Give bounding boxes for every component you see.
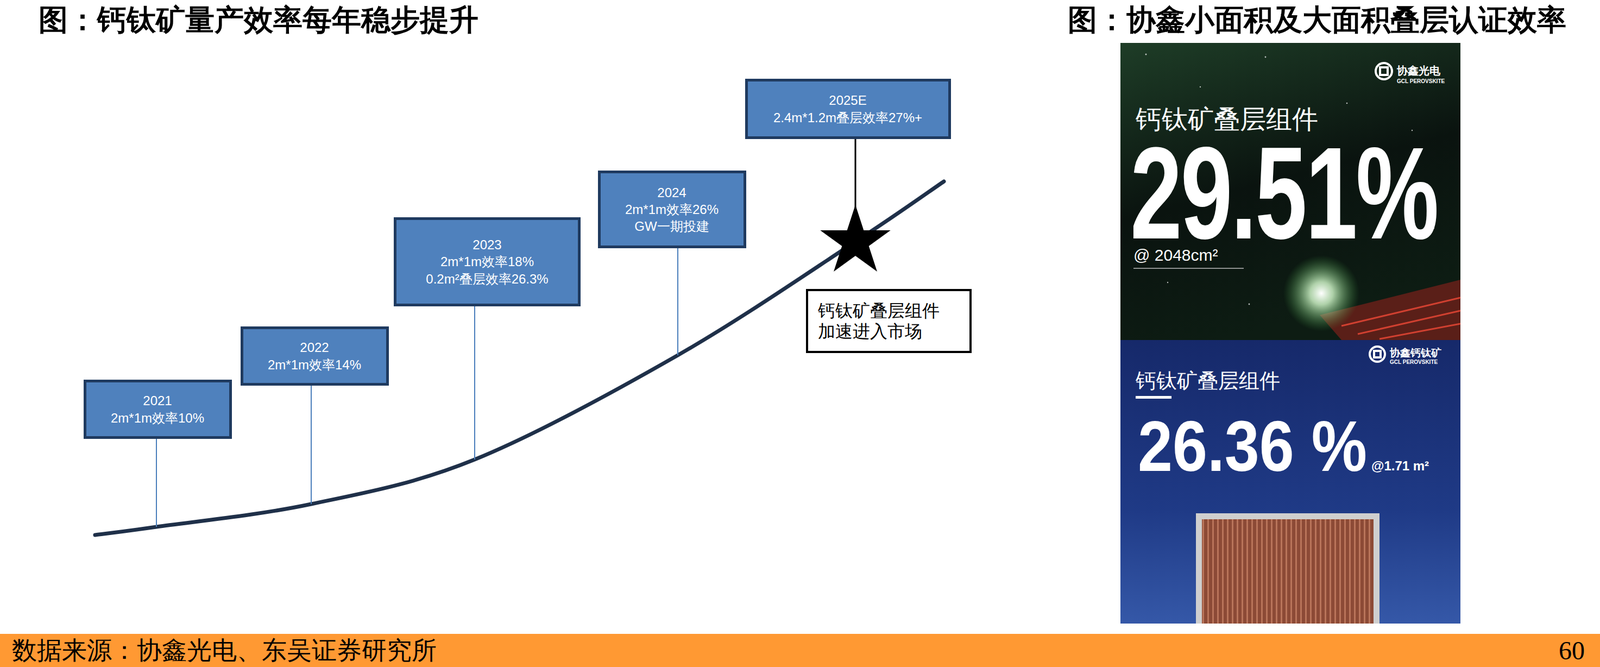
callout-box: 钙钛矿叠层组件 加速进入市场 xyxy=(805,288,972,354)
milestone-box: 2025E2.4m*1.2m叠层效率27%+ xyxy=(745,78,951,140)
node-text: 协鑫钙钛矿 xyxy=(1389,347,1442,358)
efficiency-panel: 钙钛矿叠层组件 26.36 %@1.71 m² 协鑫钙钛矿GCL PEROVSKIT… xyxy=(1120,339,1461,624)
underline xyxy=(1133,267,1244,269)
node-text: 2m*1m效率10% xyxy=(110,409,205,427)
logo-icon xyxy=(1369,346,1385,362)
node-text: 2m*1m效率14% xyxy=(267,356,362,374)
node-text: 26.36 % xyxy=(1137,410,1368,482)
node-text: 60 xyxy=(1558,633,1585,667)
node-heading: 钙钛矿叠层组件 xyxy=(1135,370,1281,392)
node-text: @1.71 m² xyxy=(1371,459,1429,473)
node-heading: 2024 xyxy=(657,184,686,201)
node-text: 0.2m²叠层效率26.3% xyxy=(425,270,548,288)
node-text: @ 2048cm² xyxy=(1133,247,1219,264)
milestone-box: 20212m*1m效率10% xyxy=(83,379,232,439)
node-heading: 数据来源：协鑫光电、东吴证券研究所 xyxy=(11,633,437,667)
node-text: GCL PEROVSKITE xyxy=(1396,78,1445,85)
node-heading: 2025E xyxy=(828,91,867,109)
panel-background xyxy=(1120,42,1461,340)
node-heading: 钙钛矿叠层组件 加速进入市场 xyxy=(817,300,960,343)
node-text: 29.51% xyxy=(1130,127,1438,259)
milestone-box: 20232m*1m效率18%0.2m²叠层效率26.3% xyxy=(393,217,581,307)
node-heading: 2022 xyxy=(299,338,329,356)
node-text: GW一期投建 xyxy=(634,217,709,235)
node-text: 协鑫光电 xyxy=(1396,65,1441,77)
node-text: 2m*1m效率26% xyxy=(625,200,719,218)
module-cells xyxy=(1201,519,1374,624)
node-text: 2.4m*1.2m叠层效率27%+ xyxy=(773,109,923,127)
panel-background xyxy=(1120,339,1461,624)
star-marker xyxy=(820,204,891,272)
node-text: 2m*1m效率18% xyxy=(440,253,534,270)
source-bar: 数据来源：协鑫光电、东吴证券研究所 60 xyxy=(0,633,1600,667)
node-heading: 2023 xyxy=(472,236,502,254)
module-frame xyxy=(1195,513,1380,624)
growth-curve xyxy=(95,181,944,535)
node-text: GCL PEROVSKITE xyxy=(1389,359,1438,365)
chart-title: 图：钙钛矿量产效率每年稳步提升 xyxy=(38,2,479,38)
node-heading: 2021 xyxy=(142,392,172,409)
milestone-box: 20242m*1m效率26%GW一期投建 xyxy=(597,170,747,249)
efficiency-panel: 钙钛矿叠层组件29.51%@ 2048cm²协鑫光电GCL PEROVSKITE xyxy=(1120,42,1461,340)
milestone-box: 20222m*1m效率14% xyxy=(240,326,389,386)
accent-bar xyxy=(1135,395,1172,399)
chart-title: 图：协鑫小面积及大面积叠层认证效率 xyxy=(1067,2,1567,38)
logo-icon xyxy=(1375,63,1392,80)
module-cells xyxy=(1341,297,1461,339)
light-glow xyxy=(1283,255,1360,332)
